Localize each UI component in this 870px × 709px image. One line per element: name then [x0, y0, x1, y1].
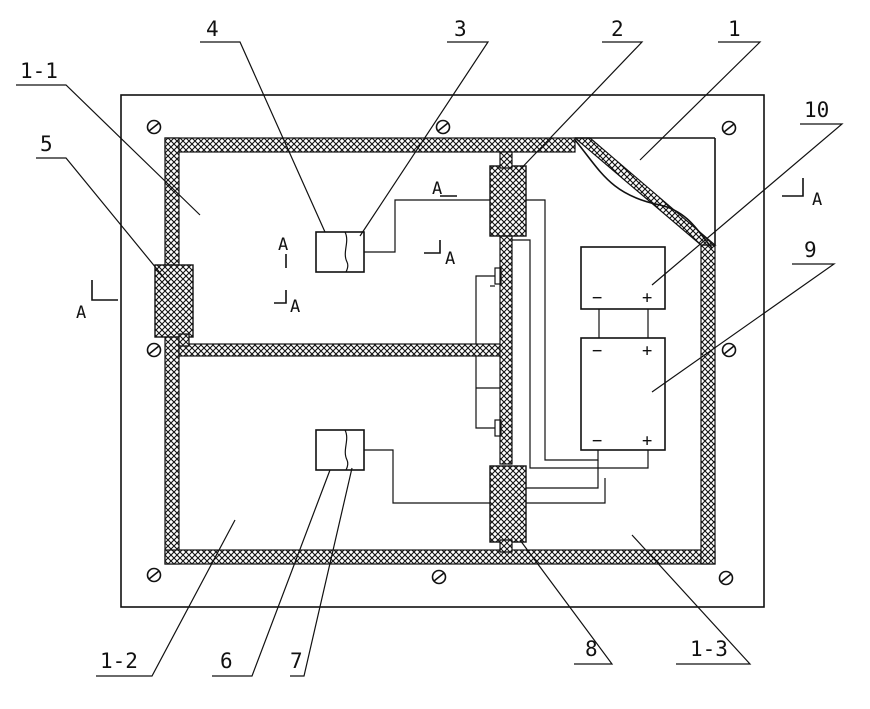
- label-4: 4: [206, 17, 219, 41]
- battery-9-minus-bottom: −: [592, 431, 602, 451]
- battery-10-plus: +: [642, 288, 652, 308]
- screw-icon: [433, 571, 446, 584]
- component-4-3: [316, 232, 364, 272]
- screw-icon: [148, 121, 161, 134]
- seal-block-5: [155, 265, 193, 337]
- section-mark-a: A: [290, 297, 300, 317]
- battery-9-plus-top: +: [642, 341, 652, 361]
- seal-block-8: [490, 466, 526, 542]
- section-mark-a: A: [432, 179, 442, 199]
- battery-10-minus: −: [592, 288, 602, 308]
- screw-icon: [723, 122, 736, 135]
- section-mark-a: A: [278, 235, 288, 255]
- component-6-7: [316, 430, 364, 470]
- seal-block-2: [490, 166, 526, 236]
- label-1-2: 1-2: [100, 649, 138, 673]
- label-1-3: 1-3: [690, 637, 728, 661]
- label-3: 3: [454, 17, 467, 41]
- label-1: 1: [728, 17, 741, 41]
- battery-9-plus-bottom: +: [642, 431, 652, 451]
- label-10: 10: [804, 98, 829, 122]
- screw-icon: [148, 569, 161, 582]
- label-6: 6: [220, 649, 233, 673]
- label-1-1: 1-1: [20, 59, 58, 83]
- section-mark-a: A: [812, 190, 822, 210]
- section-mark-a: A: [76, 303, 86, 323]
- label-7: 7: [290, 649, 303, 673]
- screw-icon: [723, 344, 736, 357]
- label-2: 2: [611, 17, 624, 41]
- label-9: 9: [804, 238, 817, 262]
- leaders: [16, 42, 842, 676]
- label-8: 8: [585, 637, 598, 661]
- label-5: 5: [40, 132, 53, 156]
- screw-icon: [437, 121, 450, 134]
- battery-9-minus-top: −: [592, 341, 602, 361]
- screw-icon: [720, 572, 733, 585]
- enclosure-walls: [165, 138, 715, 564]
- screw-icon: [148, 344, 161, 357]
- section-mark-a: A: [445, 249, 455, 269]
